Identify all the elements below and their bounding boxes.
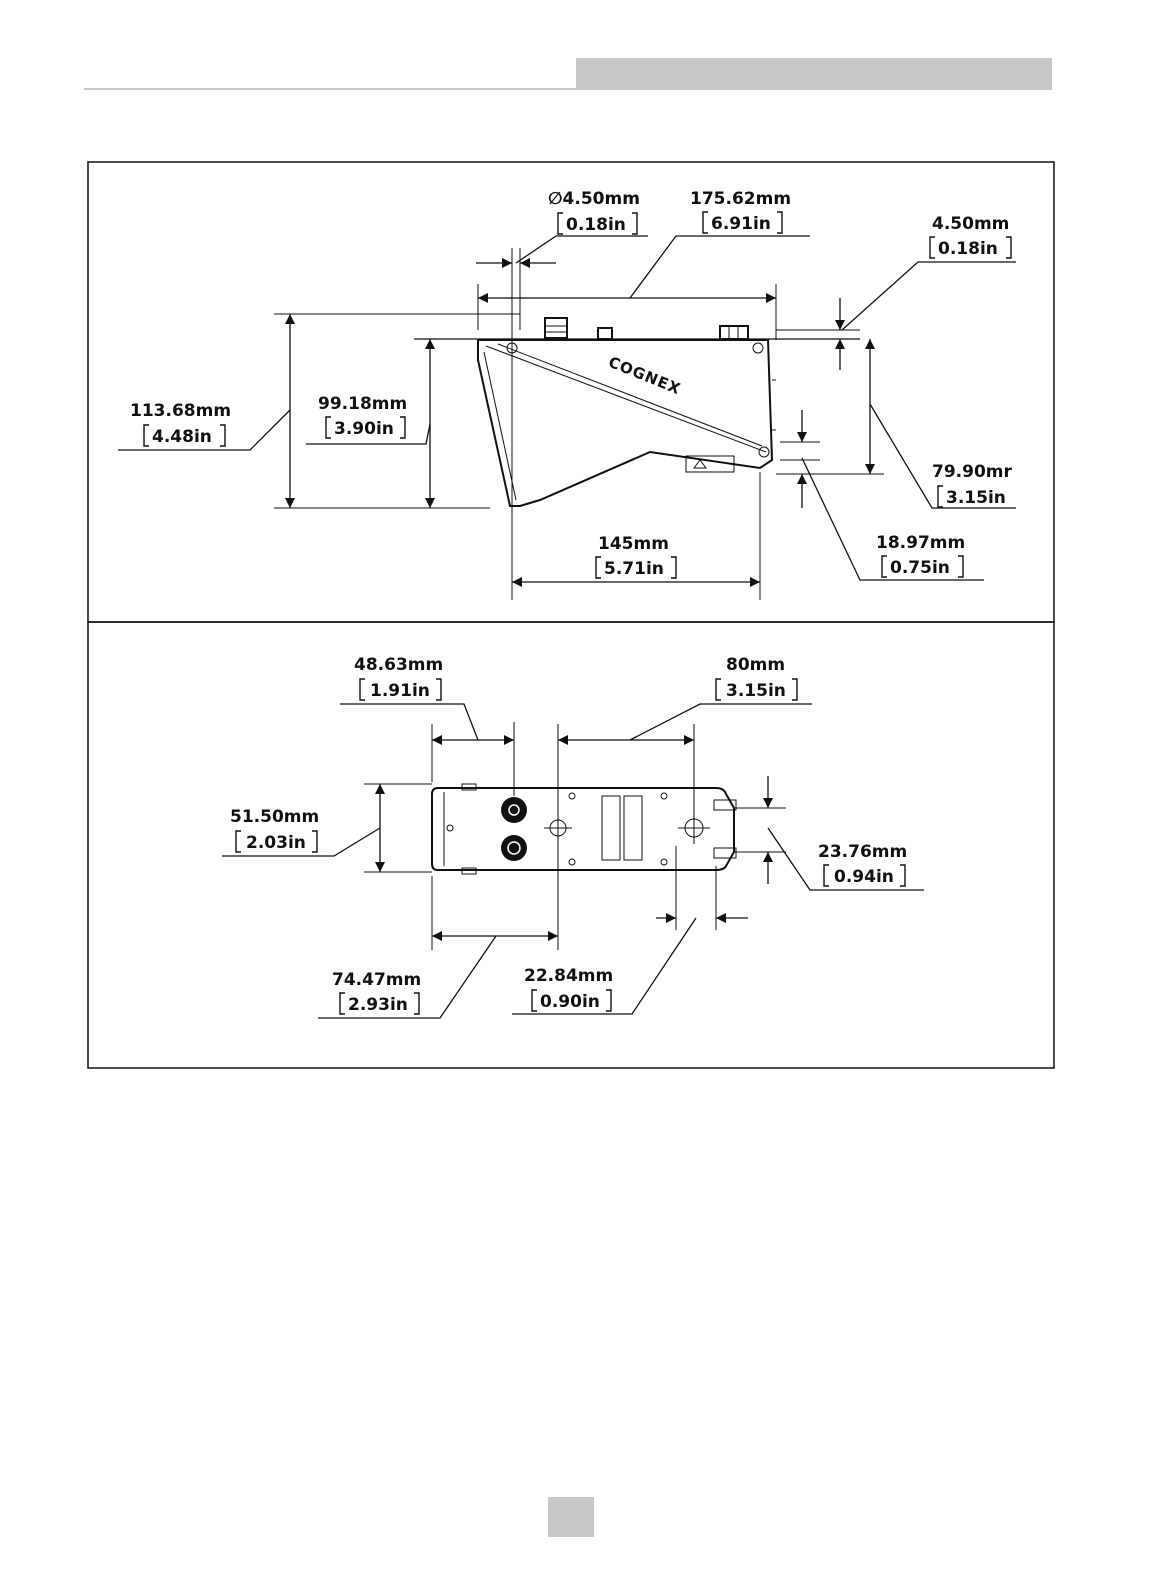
- dim-mm: 48.63mm: [354, 655, 443, 675]
- dim-end-offset: 22.84mm 0.90in: [524, 966, 613, 1012]
- dim-hole-spacing: 80mm 3.15in: [716, 655, 797, 701]
- dim-base-length: 145mm 5.71in: [596, 534, 676, 579]
- dim-in: 1.91in: [370, 681, 430, 701]
- dim-mm: 113.68mm: [130, 401, 231, 421]
- dim-in: 0.90in: [540, 992, 600, 1012]
- dim-in: 5.71in: [604, 559, 664, 579]
- dim-in: 0.18in: [566, 215, 626, 235]
- dim-in: 3.15in: [726, 681, 786, 701]
- dim-body-height: 99.18mm 3.90in: [318, 394, 407, 439]
- dim-in: 4.48in: [152, 427, 212, 447]
- dim-mm: 79.90mr: [932, 462, 1012, 482]
- dim-in: 3.90in: [334, 419, 394, 439]
- dim-mm: 18.97mm: [876, 533, 965, 553]
- dim-mm: 51.50mm: [230, 807, 319, 827]
- dim-width: 51.50mm 2.03in: [230, 807, 319, 853]
- dim-in: 3.15in: [946, 488, 1006, 508]
- dim-mm: 22.84mm: [524, 966, 613, 986]
- dim-conn-offset: 48.63mm 1.91in: [354, 655, 443, 701]
- dim-mm: ∅4.50mm: [548, 189, 640, 209]
- dim-length: 175.62mm 6.91in: [690, 189, 791, 234]
- dim-side-offset: 23.76mm 0.94in: [818, 842, 907, 887]
- dim-mm: 23.76mm: [818, 842, 907, 862]
- dim-mm: 145mm: [598, 534, 669, 554]
- dim-mm: 175.62mm: [690, 189, 791, 209]
- dim-hole-diameter: ∅4.50mm 0.18in: [548, 189, 640, 235]
- top-view-sensor: [432, 784, 736, 874]
- dim-mm: 80mm: [726, 655, 785, 675]
- dim-in: 6.91in: [711, 214, 771, 234]
- dim-mm: 4.50mm: [932, 214, 1009, 234]
- dim-hole-from-end: 74.47mm 2.93in: [332, 970, 421, 1015]
- dim-mm: 74.47mm: [332, 970, 421, 990]
- dim-in: 0.94in: [834, 867, 894, 887]
- dim-mm: 99.18mm: [318, 394, 407, 414]
- dim-rear-height: 79.90mr 3.15in: [932, 462, 1012, 508]
- dim-small-offset: 18.97mm 0.75in: [876, 533, 965, 578]
- side-view-sensor: [414, 318, 860, 506]
- dim-in: 0.18in: [938, 239, 998, 259]
- dim-in: 2.03in: [246, 833, 306, 853]
- dim-in: 0.75in: [890, 558, 950, 578]
- dim-in: 2.93in: [348, 995, 408, 1015]
- dim-top-offset: 4.50mm 0.18in: [930, 214, 1011, 259]
- dim-overall-height: 113.68mm 4.48in: [130, 401, 231, 447]
